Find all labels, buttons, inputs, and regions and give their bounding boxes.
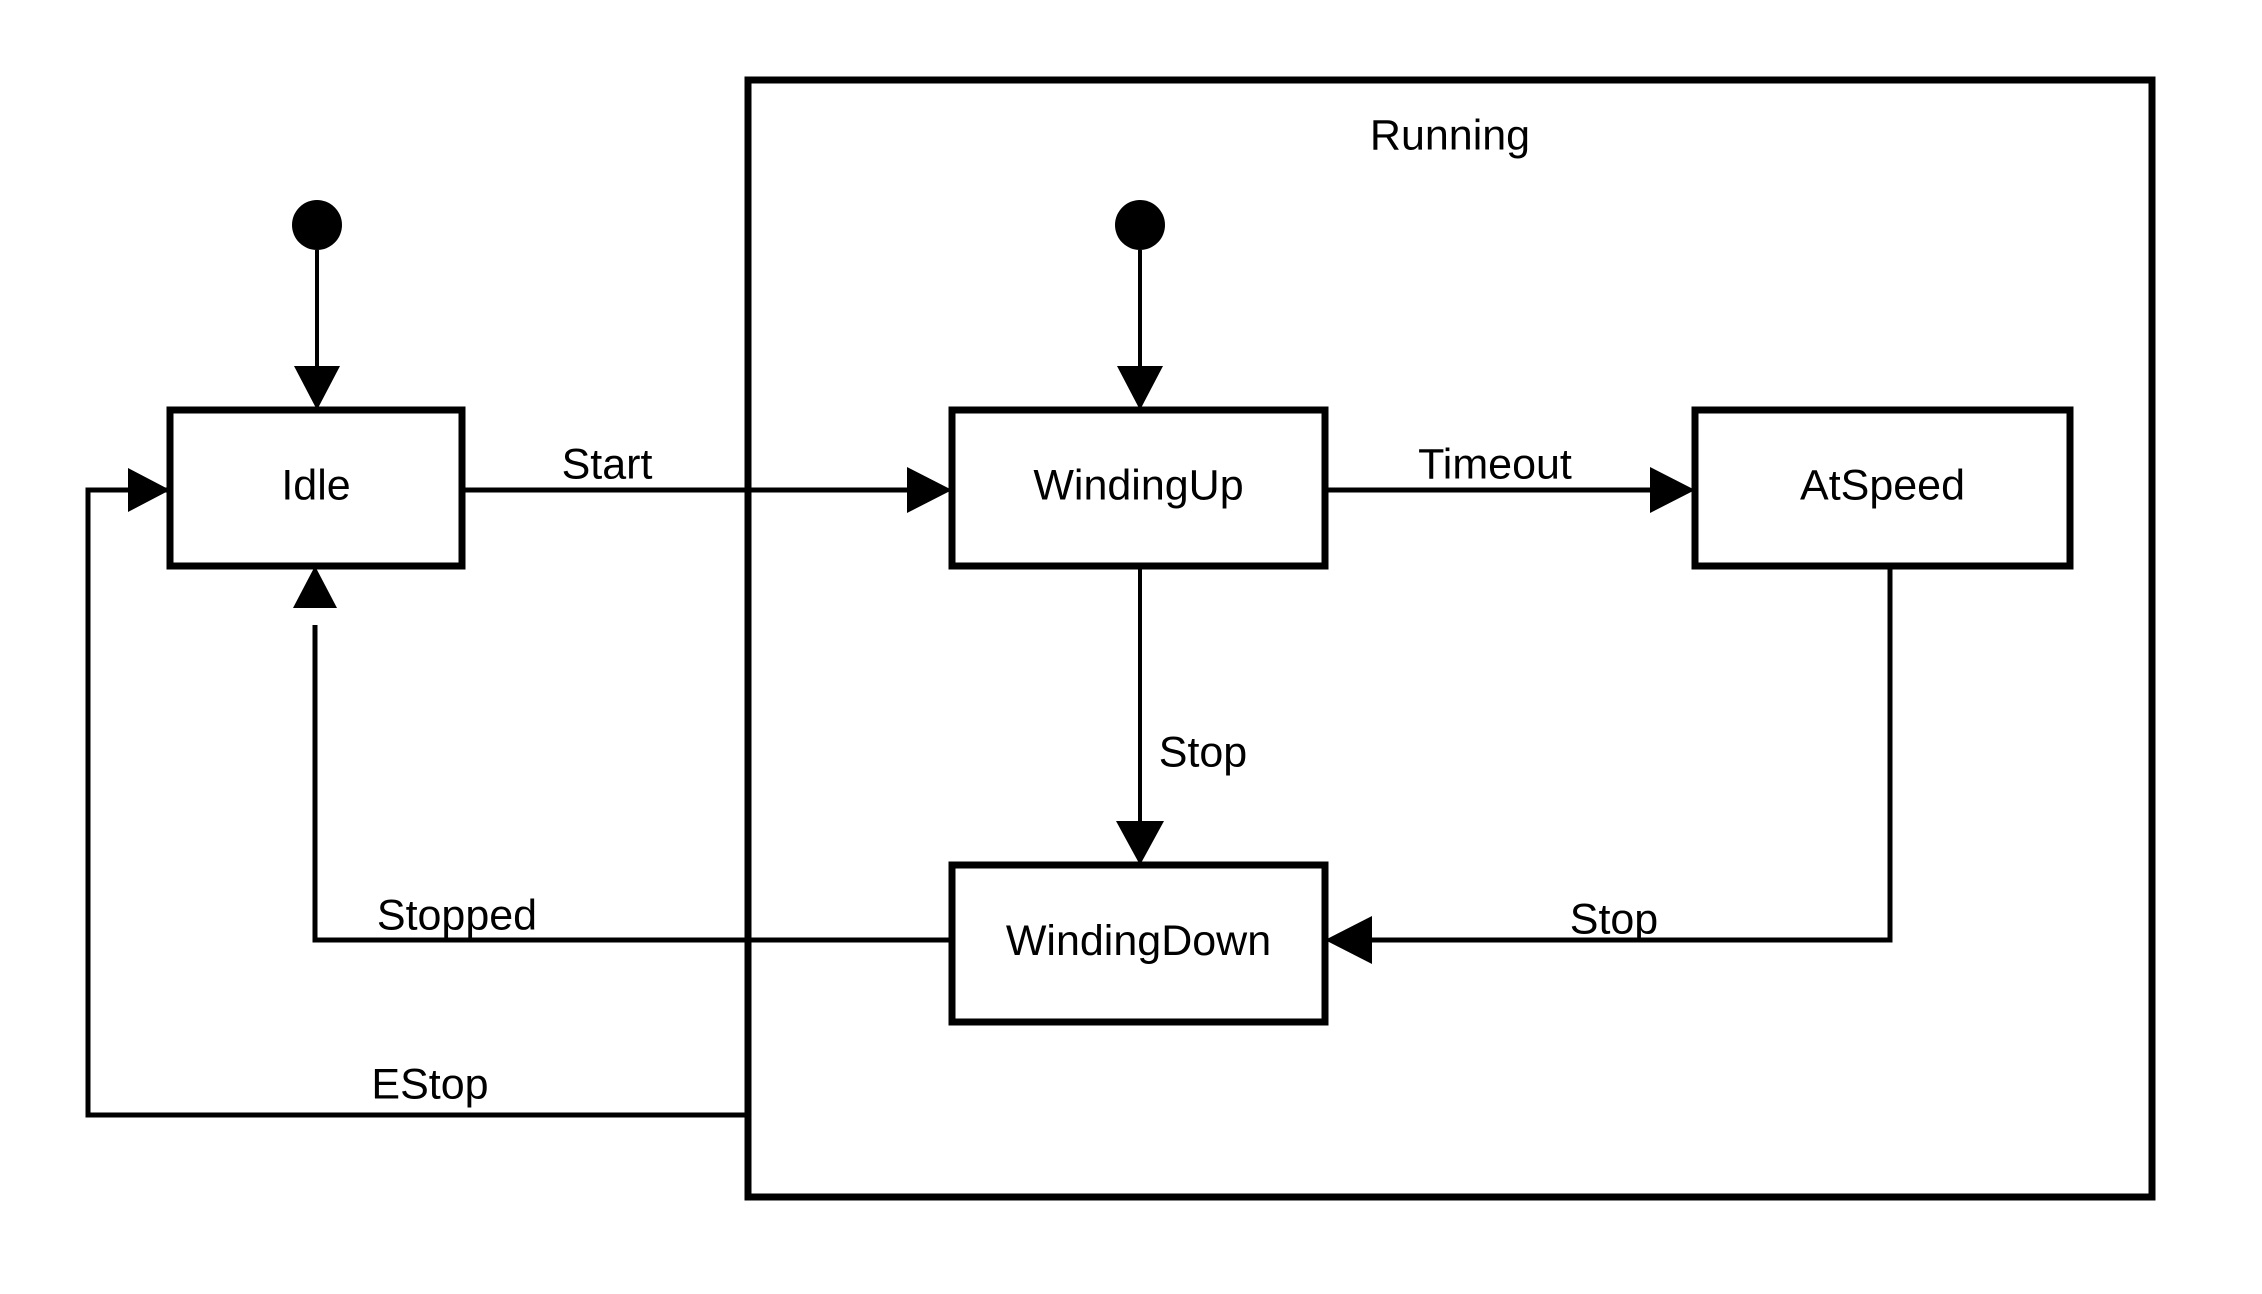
initial-state-dot-running	[1115, 200, 1165, 250]
state-idle-box	[166, 406, 466, 570]
transition-estop[interactable]: EStop	[85, 468, 748, 1118]
state-windingup-label: WindingUp	[1033, 461, 1243, 509]
state-atspeed[interactable]: AtSpeed	[1691, 406, 2074, 570]
state-idle[interactable]: Idle	[166, 406, 466, 570]
state-windingdown-box	[948, 861, 1329, 1026]
transition-start-arrowhead	[907, 467, 952, 513]
state-idle-label: Idle	[281, 461, 350, 509]
transition-stopped-arrowhead	[293, 566, 337, 608]
transition-timeout[interactable]: Timeout	[1325, 440, 1695, 513]
initial-state-running[interactable]	[1115, 200, 1165, 410]
transition-stopped-label: Stopped	[377, 891, 537, 939]
transition-stop-windingup-label: Stop	[1159, 728, 1247, 776]
state-windingup-box	[948, 406, 1329, 570]
region-running[interactable]: Running	[744, 76, 2156, 1201]
transition-stop-atspeed-arrowhead	[1325, 916, 1372, 964]
state-windingup[interactable]: WindingUp	[948, 406, 1329, 570]
transition-stop-windingup[interactable]: Stop	[1116, 566, 1247, 865]
region-running-label: Running	[1370, 111, 1530, 159]
initial-outer-arrowhead	[294, 366, 340, 410]
transition-stop-atspeed-path	[1368, 566, 1893, 943]
transition-start[interactable]: Start	[462, 440, 952, 513]
state-windingdown-label: WindingDown	[1006, 917, 1271, 965]
transition-stop-windingup-arrowhead	[1116, 821, 1164, 865]
initial-state-outer[interactable]	[292, 200, 342, 410]
initial-state-dot-outer	[292, 200, 342, 250]
transition-stopped-path	[312, 625, 952, 943]
transition-stop-atspeed-label: Stop	[1570, 895, 1658, 943]
transition-stopped[interactable]: Stopped	[293, 566, 952, 943]
transition-stop-atspeed[interactable]: Stop	[1325, 566, 1893, 964]
state-windingdown[interactable]: WindingDown	[948, 861, 1329, 1026]
state-atspeed-label: AtSpeed	[1800, 461, 1965, 509]
transition-start-label: Start	[562, 440, 653, 488]
region-running-border	[744, 76, 2156, 1201]
transition-estop-arrowhead	[128, 468, 170, 512]
transition-estop-path	[85, 487, 748, 1118]
transition-timeout-arrowhead	[1650, 467, 1695, 513]
transition-timeout-label: Timeout	[1418, 440, 1572, 488]
transition-estop-label: EStop	[371, 1060, 488, 1108]
state-atspeed-box	[1691, 406, 2074, 570]
initial-running-arrowhead	[1117, 366, 1163, 410]
